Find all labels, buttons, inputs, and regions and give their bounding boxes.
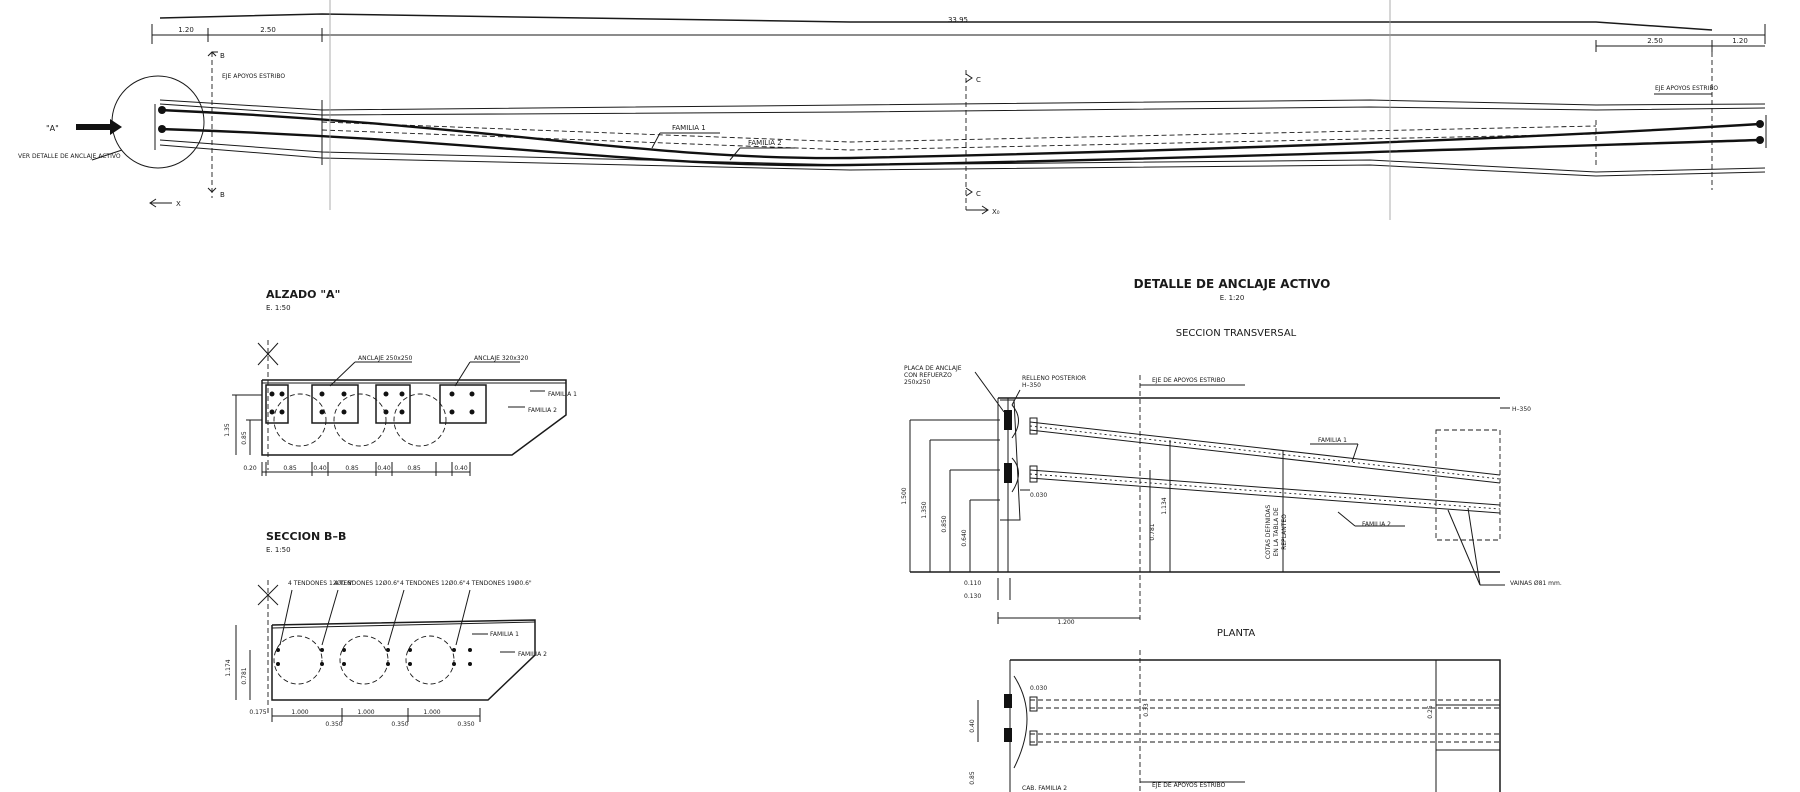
seccion-scale: E. 1:50	[266, 546, 291, 554]
tendon-label-2: 4 TENDONES 12Ø0.6"	[334, 580, 400, 587]
detalle-anclaje: DETALLE DE ANCLAJE ACTIVO E. 1:20 SECCIO…	[901, 277, 1562, 626]
cotas-line-1: COTAS DEFINIDAS	[1265, 505, 1272, 559]
dim-v-0850: 0.850	[941, 515, 948, 532]
alzado-dim-b3: 0.85	[345, 465, 359, 472]
relleno-label-1: RELLENO POSTERIOR	[1022, 375, 1086, 382]
planta-dim-033: 0.33	[1143, 703, 1150, 717]
planta-family-label: CAB. FAMILIA 2	[1022, 785, 1067, 792]
planta-dim-025: 0.25	[1427, 705, 1434, 719]
seccion-dim-t3: 1.000	[423, 709, 440, 716]
beam-elevation: 1.20 2.50 33.95 2.50 1.20 EJE APOYO	[18, 0, 1767, 220]
seccion-dim-total: 1.174	[225, 659, 232, 676]
anchor-large-label: ANCLAJE 320x320	[474, 355, 528, 362]
seccion-dim-l1: 0.350	[391, 721, 408, 728]
section-c-top: C	[976, 76, 981, 84]
seccion-dim-part: 0.781	[241, 667, 248, 684]
family-2-label: FAMILIA 2	[748, 139, 782, 147]
alzado-dim-b0: 0.20	[243, 465, 257, 472]
family-1-label: FAMILIA 1	[672, 124, 706, 132]
dim-v-1350: 1.350	[921, 501, 928, 518]
detail-callout: VER DETALLE DE ANCLAJE ACTIVO	[18, 153, 121, 160]
dim-right-1: 2.50	[1647, 37, 1663, 45]
concrete-label: H–350	[1512, 406, 1531, 413]
plate-label-2: CON REFUERZO	[904, 372, 952, 379]
alzado-family-2: FAMILIA 2	[528, 407, 557, 414]
section-transversal-title: SECCION TRANSVERSAL	[1176, 328, 1297, 339]
seccion-family-1: FAMILIA 1	[490, 631, 519, 638]
alzado-family-1: FAMILIA 1	[548, 391, 577, 398]
planta-dim-040: 0.40	[969, 719, 976, 733]
plate-label-1: PLACA DE ANCLAJE	[904, 365, 962, 372]
axis-x-label: X	[176, 200, 181, 208]
axis-x0-label: X₀	[992, 208, 1000, 216]
alzado-title: ALZADO "A"	[266, 288, 340, 301]
detalle-family-1: FAMILIA 1	[1318, 437, 1347, 444]
seccion-dim-t0: 0.175	[249, 709, 266, 716]
seccion-dim-t1: 1.000	[291, 709, 308, 716]
alzado-dim-part: 0.85	[241, 431, 248, 445]
tendon-label-1: 4 TENDONES 12Ø0.6"	[288, 580, 354, 587]
planta: PLANTA 0.030 0.40 0.85 0.33 0.25 CAB. FA…	[969, 628, 1501, 792]
dim-0130: 0.130	[964, 593, 981, 600]
dim-0781: 0.781	[1149, 523, 1156, 540]
relleno-label-2: H–350	[1022, 382, 1041, 389]
vainas-label: VAINAS Ø81 mm.	[1510, 580, 1562, 587]
alzado-dim-b5: 0.85	[407, 465, 421, 472]
dim-030: 0.030	[1030, 492, 1047, 499]
cotas-line-3: REPLANTEO	[1281, 514, 1288, 550]
detalle-scale: E. 1:20	[1220, 294, 1245, 302]
detalle-family-2: FAMILIA 2	[1362, 521, 1391, 528]
planta-dim-030: 0.030	[1030, 685, 1047, 692]
seccion-b-b: SECCION B–B E. 1:50 4 TENDONES 12Ø0.6" 4…	[225, 530, 547, 728]
dim-left-1: 1.20	[178, 26, 194, 34]
dim-total: 33.95	[948, 16, 968, 24]
seccion-dim-t2: 1.000	[357, 709, 374, 716]
alzado-a: ALZADO "A" E. 1:50 ANCLAJE 250x250	[224, 288, 577, 476]
dim-v-1500: 1.500	[901, 487, 908, 504]
section-c-bottom: C	[976, 190, 981, 198]
seccion-family-2: FAMILIA 2	[518, 651, 547, 658]
dim-left-2: 2.50	[260, 26, 276, 34]
axis-left-label: EJE APOYOS ESTRIBO	[222, 73, 285, 80]
planta-dim-085: 0.85	[969, 771, 976, 785]
cotas-line-2: EN LA TABLA DE	[1273, 507, 1280, 556]
tendon-label-4: 4 TENDONES 19Ø0.6"	[466, 580, 532, 587]
tendon-label-3: 4 TENDONES 12Ø0.6"	[400, 580, 466, 587]
alzado-dim-b2: 0.40	[313, 465, 327, 472]
dim-1200: 1.200	[1057, 619, 1074, 626]
alzado-scale: E. 1:50	[266, 304, 291, 312]
dim-0110: 0.110	[964, 580, 981, 587]
dim-1134: 1.134	[1161, 497, 1168, 514]
axis-right-label: EJE APOYOS ESTRIBO	[1655, 85, 1718, 92]
section-b-top: B	[220, 52, 225, 60]
detalle-axis-label: EJE DE APOYOS ESTRIBO	[1152, 377, 1226, 384]
seccion-dim-l0: 0.350	[325, 721, 342, 728]
alzado-dim-total: 1.35	[224, 423, 231, 437]
alzado-dim-b6: 0.40	[454, 465, 468, 472]
planta-title: PLANTA	[1217, 628, 1255, 639]
section-b-bottom: B	[220, 191, 225, 199]
plate-label-3: 250x250	[904, 379, 931, 386]
alzado-dim-b1: 0.85	[283, 465, 297, 472]
seccion-dim-l2: 0.350	[457, 721, 474, 728]
dim-v-0640: 0.640	[961, 529, 968, 546]
anchor-small-label: ANCLAJE 250x250	[358, 355, 412, 362]
dim-right-2: 1.20	[1732, 37, 1748, 45]
planta-axis-label: EJE DE APOYOS ESTRIBO	[1152, 782, 1226, 789]
detalle-title: DETALLE DE ANCLAJE ACTIVO	[1134, 277, 1331, 291]
view-label: "A"	[46, 124, 59, 133]
alzado-dim-b4: 0.40	[377, 465, 391, 472]
seccion-title: SECCION B–B	[266, 530, 346, 543]
